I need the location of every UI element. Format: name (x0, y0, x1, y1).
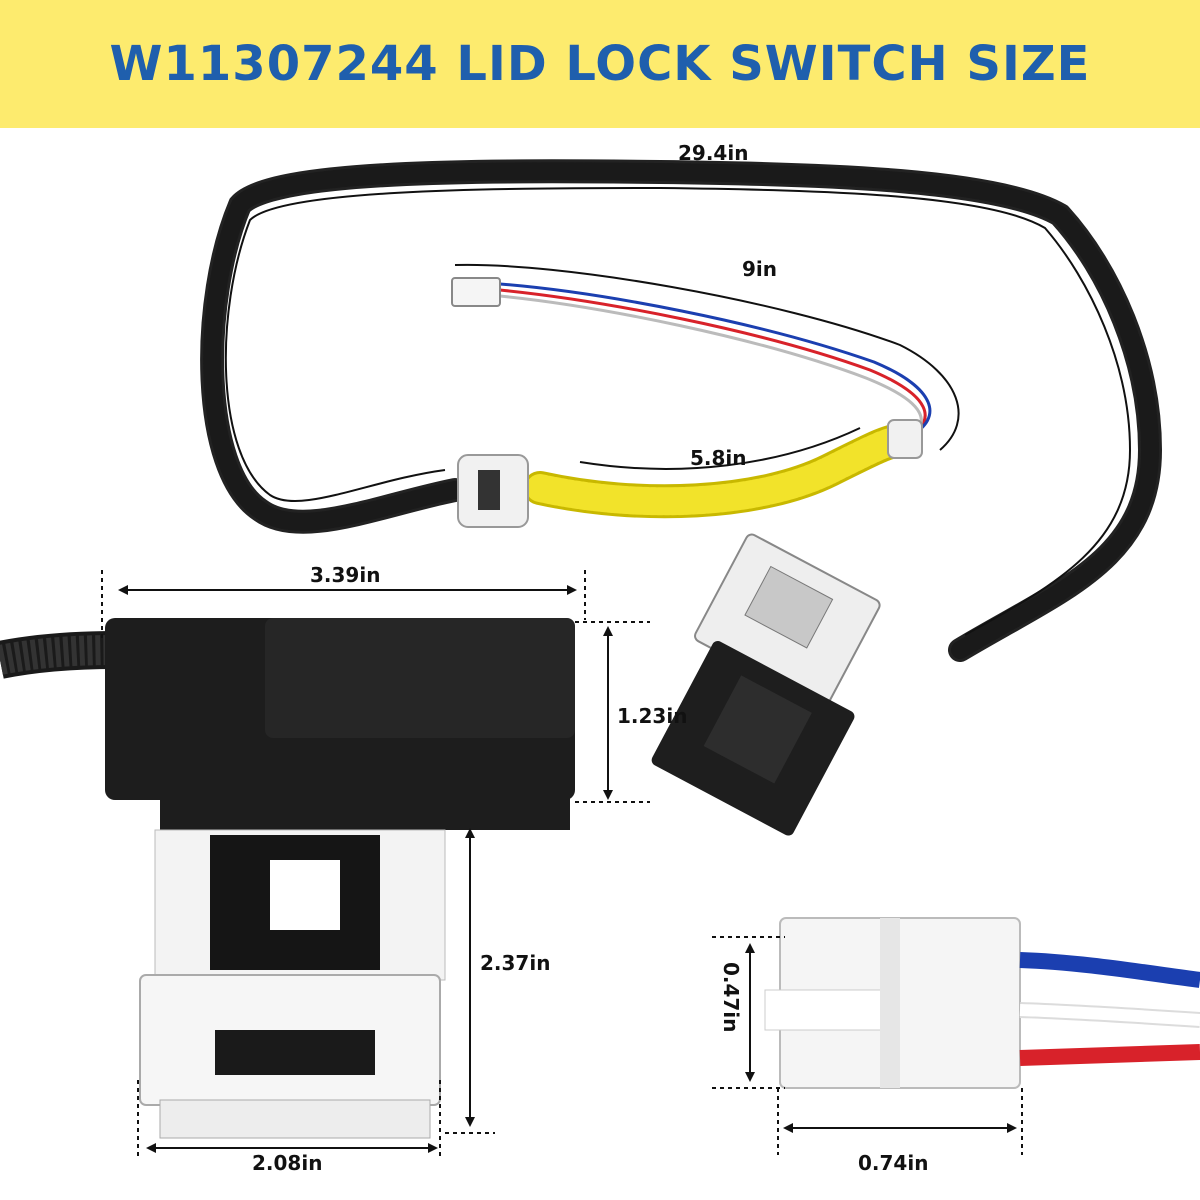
connector-closeup (764, 917, 1200, 1089)
label-switch-width: 3.39in (310, 563, 380, 587)
yellow-conduit (457, 419, 923, 528)
label-switch-bottom-width: 2.08in (252, 1151, 322, 1175)
page-title: W11307244 LID LOCK SWITCH SIZE (109, 36, 1091, 92)
signal-wires (451, 263, 960, 451)
title-banner: W11307244 LID LOCK SWITCH SIZE (0, 0, 1200, 128)
label-switch-height-top: 1.23in (617, 704, 687, 728)
cable-loop (200, 159, 1163, 662)
label-connector-height: 0.47in (719, 962, 743, 1032)
label-yellow-conduit: 5.8in (690, 446, 747, 470)
dimension-lines (101, 570, 1023, 1160)
label-wire-length: 9in (742, 257, 777, 281)
product-diagram: 29.4in 9in 5.8in 3.39in 1.23in 2.37in 2.… (0, 141, 1200, 1175)
label-connector-width: 0.74in (858, 1151, 928, 1175)
switch-front-view (0, 618, 575, 1139)
switch-side-view (651, 533, 881, 836)
label-total-cable: 29.4in (678, 141, 748, 165)
wire-connector-small (451, 277, 501, 307)
label-switch-height-bottom: 2.37in (480, 951, 550, 975)
